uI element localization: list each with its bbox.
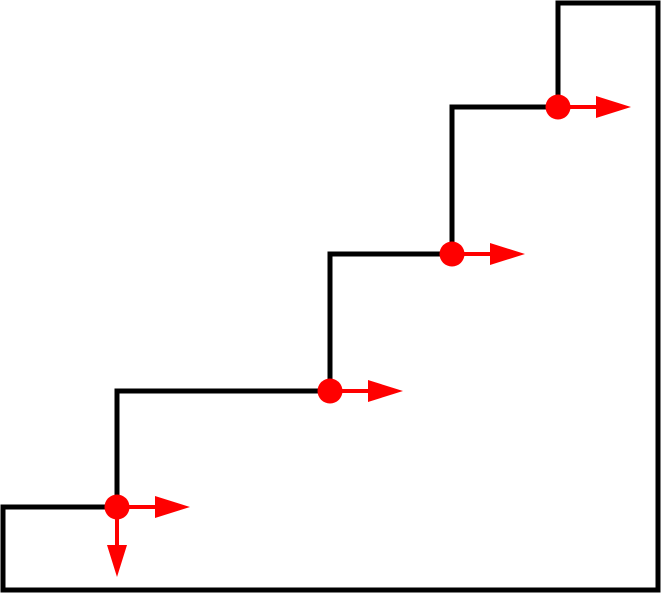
marker-dot	[545, 94, 571, 120]
step-corner-4	[545, 94, 631, 120]
step-corner-1	[104, 494, 190, 577]
step-corner-2	[317, 378, 403, 404]
arrow-right-head	[155, 496, 190, 518]
marker-dot	[317, 378, 343, 404]
arrow-right-head	[596, 96, 631, 118]
arrow-down-head	[107, 545, 127, 577]
step-markers	[104, 94, 631, 577]
step-corner-3	[439, 241, 525, 267]
arrow-right-head	[368, 380, 403, 402]
arrow-right-head	[490, 243, 525, 265]
marker-dot	[104, 494, 130, 520]
marker-dot	[439, 241, 465, 267]
